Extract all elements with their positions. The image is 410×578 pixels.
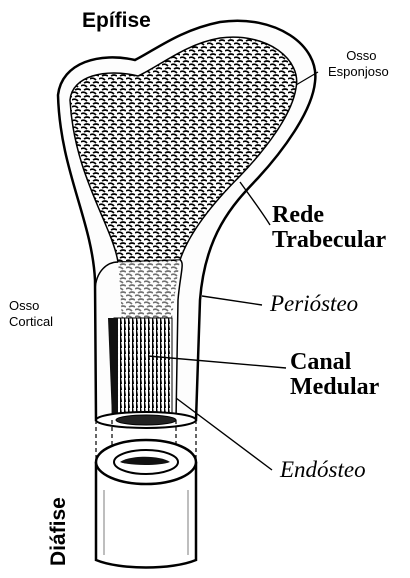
trabecular-network: [118, 260, 180, 322]
label-endosteum: Endósteo: [280, 458, 366, 482]
medullary-canal: [112, 318, 172, 420]
label-epiphysis: Epífise: [82, 10, 151, 32]
label-medullary-canal: Canal Medular: [290, 350, 379, 400]
label-trabecular: Rede Trabecular: [272, 203, 386, 253]
leader-trabecular: [240, 182, 270, 225]
leader-periosteum: [202, 296, 262, 305]
label-cortical-bone: Osso Cortical: [9, 298, 53, 331]
label-periosteum: Periósteo: [270, 292, 358, 316]
label-diaphysis: Diáfise: [48, 497, 70, 566]
label-spongy-bone: Osso Esponjoso: [328, 48, 389, 81]
